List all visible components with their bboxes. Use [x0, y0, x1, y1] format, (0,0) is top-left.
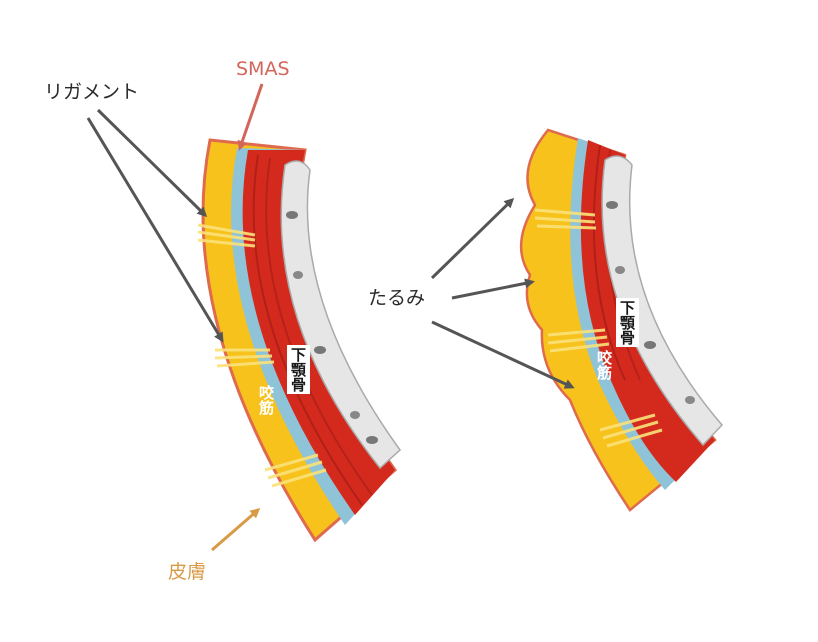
masseter-label-left: 咬筋 [257, 385, 275, 415]
skin-label: 皮膚 [168, 561, 207, 583]
left-ligaments [197, 223, 327, 488]
arrow-sagging-mid [451, 278, 535, 300]
sagging-label: たるみ [368, 287, 426, 309]
left-mandible-bone [280, 160, 402, 470]
arrow-ligament-lower [86, 117, 224, 343]
healthy-cross-section [197, 138, 402, 543]
mandible-label-left: 下顎骨 [287, 345, 310, 394]
arrow-sagging-top [430, 197, 515, 280]
right-ligaments [534, 208, 663, 448]
mandible-label-right: 下顎骨 [616, 298, 639, 347]
arrow-ligament-upper [96, 108, 208, 218]
arrow-sagging-bottom [431, 320, 575, 389]
arrows [86, 83, 575, 552]
arrow-smas [237, 83, 264, 151]
subcutaneous-fat-label: 皮下脂肪 [229, 410, 243, 458]
arrow-skin [211, 508, 261, 552]
ligament-label: リガメント [44, 81, 140, 103]
smas-label: SMAS [236, 58, 290, 80]
masseter-label-right: 咬筋 [595, 350, 613, 380]
